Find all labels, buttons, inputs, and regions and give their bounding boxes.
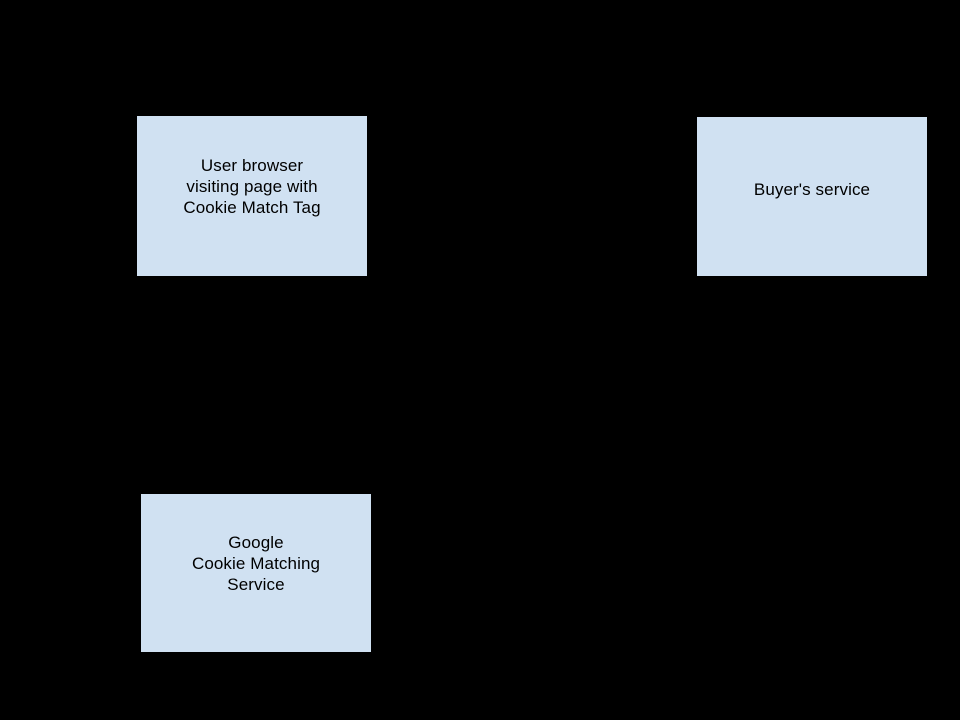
node-user-browser[interactable]: User browser visiting page with Cookie M…	[136, 115, 368, 277]
node-user-browser-label: User browser visiting page with Cookie M…	[183, 156, 321, 217]
node-google-cookie-matching[interactable]: Google Cookie Matching Service	[140, 493, 372, 653]
node-google-cookie-matching-label: Google Cookie Matching Service	[191, 533, 321, 594]
node-buyers-service-label: Buyer's service	[753, 180, 871, 199]
node-buyers-service[interactable]: Buyer's service	[696, 116, 928, 277]
